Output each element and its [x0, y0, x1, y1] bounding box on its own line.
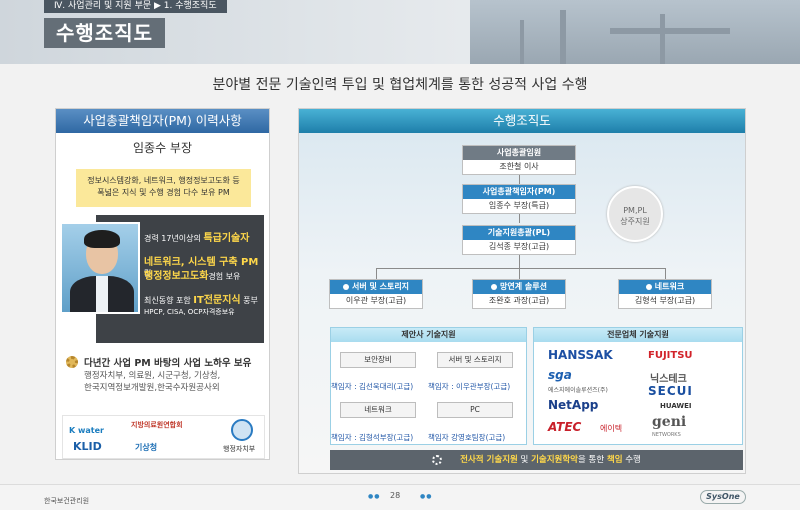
vendor-hanssak: HANSSAK — [548, 348, 613, 362]
pm-desc-line1: 정보시스템강화, 네트워크, 행정정보고도화 등 — [87, 176, 240, 185]
pm-desc-line2: 폭넓은 지식 및 수행 경험 다수 보유 PM — [97, 188, 230, 197]
manager-network: 책임자 : 김형석부장(고급) — [331, 433, 414, 442]
manager-pc: 책임자 강영호팀장(고급) — [428, 433, 506, 442]
career-line-4: 최신동향 포함 IT전문지식 풍부 — [144, 295, 258, 306]
pm-description: 정보시스템강화, 네트워크, 행정정보고도화 등 폭넓은 지식 및 수행 경험 … — [76, 169, 251, 207]
pmpl-line1: PM,PL — [623, 206, 647, 215]
career-line-3: 행정정보고도화경험 보유 — [144, 271, 241, 282]
team-name-link: 조완호 과장(고급) — [488, 296, 550, 305]
mois-logo: 행정자치부 — [223, 445, 256, 453]
manager-security: 책임자 : 김선욱대리(고급) — [331, 382, 414, 391]
proposer-title: 제안사 기술지원 — [331, 328, 526, 342]
vendor-atec-kr: 에이텍 — [600, 424, 623, 433]
proposer-support-box: 제안사 기술지원 — [330, 327, 527, 445]
pm-profile-panel: 사업총괄책임자(PM) 이력사항 임종수 부장 정보시스템강화, 네트워크, 행… — [55, 108, 270, 460]
team-node-server: 서버 및 스토리지 이우관 부장(고급) — [329, 279, 423, 309]
team-role-link: 망연계 솔루션 — [473, 280, 565, 294]
vendor-title: 전문업체 기술지원 — [534, 328, 742, 342]
tech-support-banner: 전사적 기술지원 및 기술지원학악을 통한 책임 수행 — [330, 450, 743, 470]
client-logos: K water KLID 지방의료원연합회 기상청 행정자치부 — [62, 415, 265, 459]
career-box: 경력 17년이상의 특급기술자 네트워크, 시스템 구축 PM 및 행정정보고도… — [96, 215, 264, 343]
vendor-secui: SECUI — [648, 384, 693, 398]
breadcrumb: Ⅳ. 사업관리 및 지원 부문 ▶ 1. 수행조직도 — [44, 0, 227, 13]
career-line-1: 경력 17년이상의 특급기술자 — [144, 233, 250, 244]
medical-federation-logo: 지방의료원연합회 — [131, 421, 183, 429]
experience-line-1: 행정자치부, 의료원, 시군구청, 기상청, — [84, 371, 221, 381]
pm-profile-title: 사업총괄책임자(PM) 이력사항 — [56, 109, 269, 133]
vendor-fujitsu: FUJITSU — [648, 350, 693, 361]
pl-role: 기술지원총괄(PL) — [463, 226, 575, 240]
pin-icon — [342, 283, 349, 290]
pm-role: 사업총괄책임자(PM) — [463, 185, 575, 199]
vendor-sga-sub: 에스지에이솔루션즈(주) — [548, 387, 608, 394]
org-chart-title: 수행조직도 — [299, 109, 745, 133]
pl-node: 기술지원총괄(PL) 김석종 부장(고급) — [462, 225, 576, 255]
support-item-security: 보안장비 — [340, 352, 416, 368]
support-item-server: 서버 및 스토리지 — [437, 352, 513, 368]
vendor-geni-sub: NETWORKS — [652, 432, 681, 438]
page-prev-icon[interactable]: ●● — [368, 493, 381, 500]
pin-icon — [645, 283, 652, 290]
team-role-server: 서버 및 스토리지 — [330, 280, 422, 294]
vendor-huawei: HUAWEI — [660, 402, 692, 410]
career-line-2: 네트워크, 시스템 구축 PM 및 — [144, 257, 259, 278]
team-node-link: 망연계 솔루션 조완호 과장(고급) — [472, 279, 566, 309]
footer — [0, 484, 800, 510]
team-name-network: 김형석 부장(고급) — [634, 296, 696, 305]
vendor-nixtech: 닉스테크 — [650, 374, 687, 385]
headline: 분야별 전문 기술인력 투입 및 협업체계를 통한 성공적 사업 수행 — [212, 77, 588, 93]
support-item-pc: PC — [437, 402, 513, 418]
vendor-geni: geni — [652, 414, 687, 430]
page-title: 수행조직도 — [44, 18, 165, 48]
vendor-sga: sga — [548, 368, 572, 382]
pm-name: 임종수 부장 — [132, 141, 192, 155]
team-node-network: 네트워크 김형석 부장(고급) — [618, 279, 712, 309]
page-number: 28 — [390, 491, 401, 500]
exec-name: 조한철 이사 — [499, 162, 539, 171]
mois-emblem-icon — [231, 419, 253, 441]
vendor-netapp: NetApp — [548, 398, 599, 412]
experience-line-2: 한국지역정보개발원,한국수자원공사외 — [84, 383, 220, 393]
experience-title: 다년간 사업 PM 바탕의 사업 노하우 보유 — [84, 358, 252, 369]
manager-server: 책임자 : 이우관부장(고급) — [428, 382, 511, 391]
kma-logo: 기상청 — [135, 443, 158, 452]
footer-org-logo: 한국보건관리원 — [44, 497, 90, 505]
pm-node-name: 임종수 부장(특급) — [488, 201, 550, 210]
career-line-5: HPCP, CISA, OCP자격증보유 — [144, 308, 235, 316]
kwater-logo: K water — [69, 426, 104, 435]
klid-logo: KLID — [73, 440, 102, 453]
gear-icon — [432, 454, 443, 465]
page-next-icon[interactable]: ●● — [420, 493, 433, 500]
exec-role: 사업총괄임원 — [463, 146, 575, 160]
team-name-server: 이우관 부장(고급) — [345, 296, 407, 305]
team-role-network: 네트워크 — [619, 280, 711, 294]
pm-node: 사업총괄책임자(PM) 임종수 부장(특급) — [462, 184, 576, 214]
vendor-support-box: 전문업체 기술지원 — [533, 327, 743, 445]
pm-photo — [60, 222, 140, 314]
vendor-atec: ATEC — [548, 420, 582, 434]
pm-pl-onsite-badge: PM,PL 상주지원 — [607, 186, 663, 242]
support-item-network: 네트워크 — [340, 402, 416, 418]
pmpl-line2: 상주지원 — [620, 217, 650, 226]
gear-icon — [66, 356, 78, 368]
brand-logo: SysOne — [700, 490, 746, 504]
pin-icon — [491, 283, 498, 290]
pl-name: 김석종 부장(고급) — [488, 242, 550, 251]
exec-node: 사업총괄임원 조한철 이사 — [462, 145, 576, 175]
